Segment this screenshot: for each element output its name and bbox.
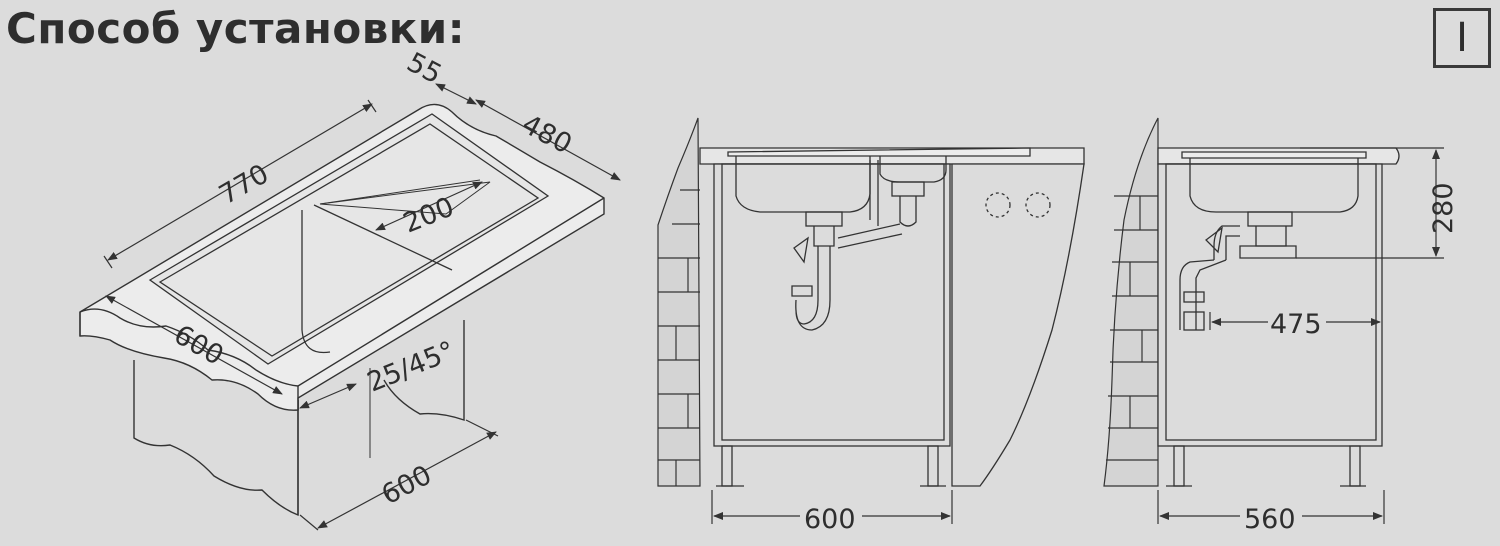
side-dim-height: 280 [1428,182,1459,234]
iso-dim-flange: 55 [402,47,447,91]
front-brick-wall [657,117,701,487]
iso-dim-depth: 480 [517,109,577,161]
iso-dim-cabinet: 600 [377,460,437,512]
front-siphon [791,160,925,331]
side-view: 280 475 560 [1103,117,1459,535]
front-view: 600 [657,117,1085,535]
page-title: Способ установки: [6,4,466,53]
installation-type-badge: I [1433,8,1491,68]
iso-cabinet [133,320,465,517]
isometric-view: 55 770 480 200 600 25/45° 600 [79,47,621,531]
front-sink [727,147,1031,213]
side-dim-cabinet-depth: 560 [1244,504,1296,535]
side-siphon [1179,211,1297,331]
iso-dimensions [103,83,621,531]
side-brick-wall [1103,117,1159,487]
side-dim-drain-offset: 475 [1270,309,1322,340]
front-dim-cabinet-width: 600 [804,504,856,535]
